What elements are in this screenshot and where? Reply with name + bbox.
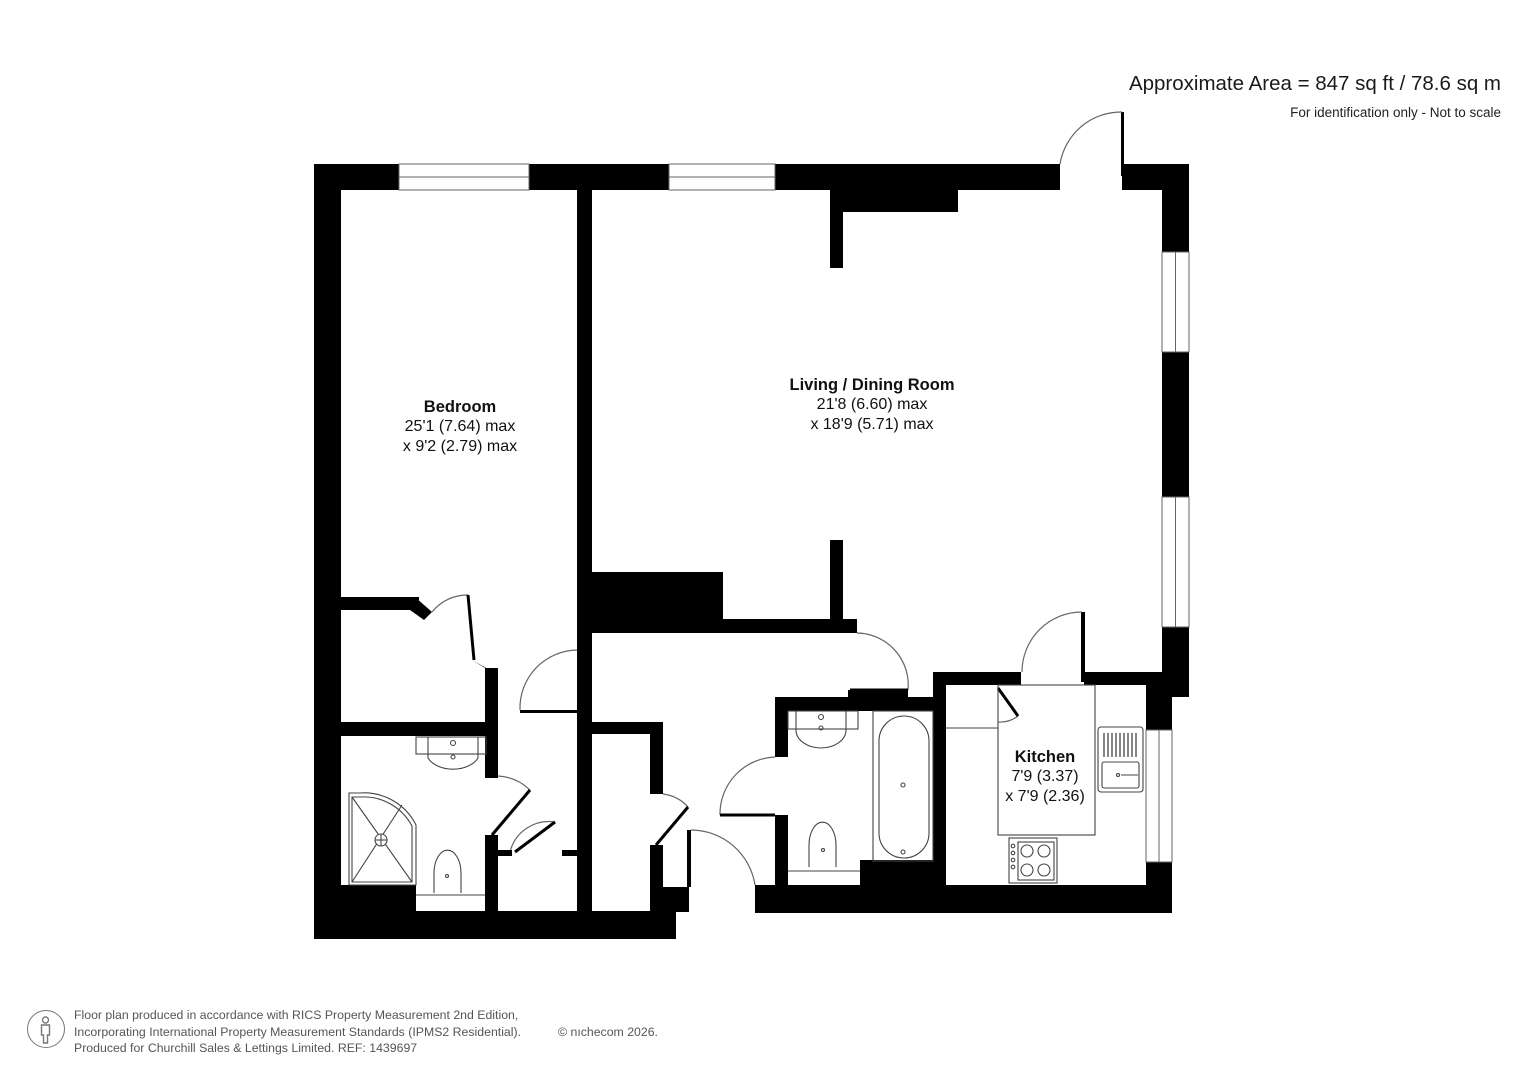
hob-icon (1008, 837, 1058, 884)
footer-line-2: Incorporating International Property Mea… (74, 1024, 522, 1039)
ensuite-basin-icon (415, 736, 487, 770)
footer-notes: Floor plan produced in accordance with R… (74, 1007, 658, 1057)
bath-icon (872, 710, 934, 862)
room-dimension: 21'8 (6.60) max (816, 396, 928, 413)
bathroom-wc-icon (788, 821, 860, 872)
copyright: © nıchecom 2026. (558, 1024, 658, 1039)
scale-disclaimer: For identification only - Not to scale (1290, 105, 1501, 120)
windows (398, 163, 1190, 863)
room-dimension: 25'1 (7.64) max (404, 418, 516, 435)
room-dimension: x 9'2 (2.79) max (402, 438, 518, 455)
fixtures (348, 684, 1144, 896)
footer-line-3: Produced for Churchill Sales & Lettings … (74, 1041, 418, 1055)
ensuite-wc-icon (416, 849, 485, 896)
room-name: Bedroom (423, 398, 497, 416)
shower-tray-icon (348, 792, 417, 886)
footer-line-1: Floor plan produced in accordance with R… (74, 1008, 519, 1022)
door-swings (431, 111, 1123, 886)
room-label-kitchen: Kitchen 7'9 (3.37) x 7'9 (2.36) (1005, 747, 1085, 807)
person-icon (27, 1010, 65, 1048)
room-label-bedroom: Bedroom 25'1 (7.64) max x 9'2 (2.79) max (403, 397, 517, 457)
bathroom-basin-icon (787, 710, 859, 749)
room-name: Kitchen (1014, 748, 1076, 766)
room-label-living-dining: Living / Dining Room 21'8 (6.60) max x 1… (790, 375, 955, 435)
room-dimension: 7'9 (3.37) (1011, 768, 1079, 785)
kitchen-sink-icon (1097, 726, 1144, 793)
room-dimension: x 7'9 (2.36) (1005, 788, 1085, 805)
approximate-area: Approximate Area = 847 sq ft / 78.6 sq m (1128, 72, 1501, 95)
room-name: Living / Dining Room (789, 376, 955, 394)
kitchen-worktop (946, 684, 1096, 836)
room-dimension: x 18'9 (5.71) max (810, 416, 934, 433)
